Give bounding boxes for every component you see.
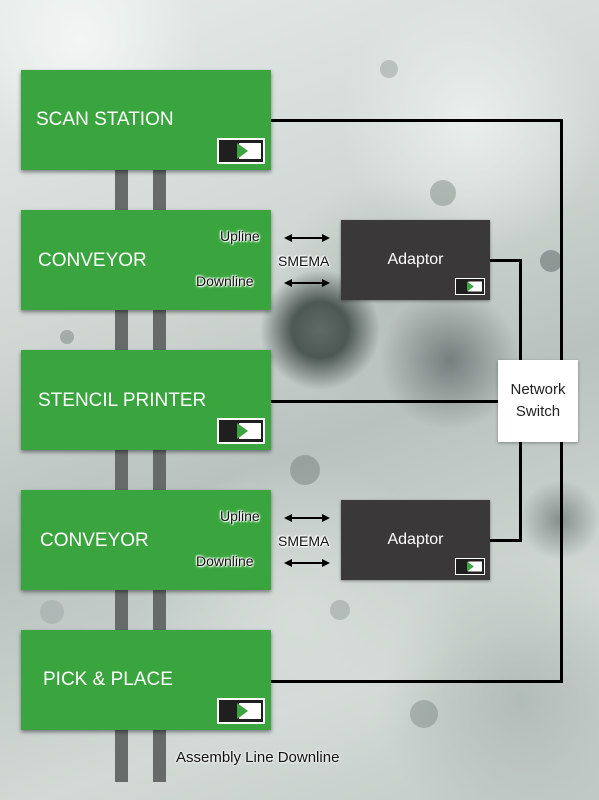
station-scan-station[interactable]: SCAN STATION [21, 70, 271, 170]
adaptor-label: Adaptor [387, 251, 444, 268]
station-conveyor[interactable]: CONVEYOR [21, 490, 271, 590]
network-line [271, 119, 563, 122]
smema-label: SMEMA [278, 533, 330, 549]
conveyor-rail [115, 170, 128, 212]
station-label: STENCIL PRINTER [38, 390, 207, 411]
downline-label: Downline [196, 553, 254, 569]
station-pick-and-place[interactable]: PICK & PLACE [21, 630, 271, 730]
network-switch[interactable]: Network Switch [498, 360, 578, 442]
station-label: CONVEYOR [38, 250, 147, 271]
conveyor-rail [153, 730, 166, 782]
station-label: SCAN STATION [36, 109, 174, 130]
network-line [560, 119, 563, 361]
conveyor-rail [115, 730, 128, 782]
network-line [560, 441, 563, 683]
station-stencil-printer[interactable]: STENCIL PRINTER [21, 350, 271, 450]
network-line [271, 400, 499, 403]
upline-label: Upline [220, 508, 260, 524]
conveyor-rail [153, 590, 166, 632]
adaptor-badge [455, 558, 485, 575]
arrow-into-box-icon [237, 703, 261, 719]
adaptor-badge [455, 278, 485, 295]
network-switch-line1: Network [510, 381, 566, 398]
adaptor-box[interactable]: Adaptor [341, 500, 490, 580]
network-line [519, 441, 522, 542]
arrow-into-box-icon [237, 143, 261, 159]
upline-label: Upline [220, 228, 260, 244]
downline-label: Downline [196, 273, 254, 289]
conveyor-rail [153, 170, 166, 212]
adaptor-label: Adaptor [387, 531, 444, 548]
station-label: CONVEYOR [40, 530, 149, 551]
conveyor-rail [115, 590, 128, 632]
double-arrow-icon [284, 279, 330, 287]
network-line [271, 680, 563, 683]
network-switch-label: Network Switch [498, 379, 578, 423]
conveyor-rail [115, 310, 128, 352]
arrow-into-box-icon [467, 561, 482, 572]
smema-label: SMEMA [278, 253, 330, 269]
conveyor-rail [115, 450, 128, 492]
network-line [490, 259, 522, 262]
double-arrow-icon [284, 559, 330, 567]
station-badge [217, 418, 265, 444]
station-badge [217, 138, 265, 164]
station-label: PICK & PLACE [43, 669, 173, 690]
conveyor-rail [153, 310, 166, 352]
station-conveyor[interactable]: CONVEYOR [21, 210, 271, 310]
adaptor-box[interactable]: Adaptor [341, 220, 490, 300]
arrow-into-box-icon [467, 281, 482, 292]
station-badge [217, 698, 265, 724]
assembly-line-caption: Assembly Line Downline [176, 749, 340, 766]
network-line [519, 259, 522, 361]
double-arrow-icon [284, 234, 330, 242]
double-arrow-icon [284, 514, 330, 522]
conveyor-rail [153, 450, 166, 492]
network-switch-line2: Switch [515, 403, 561, 420]
network-line [490, 539, 522, 542]
arrow-into-box-icon [237, 423, 261, 439]
